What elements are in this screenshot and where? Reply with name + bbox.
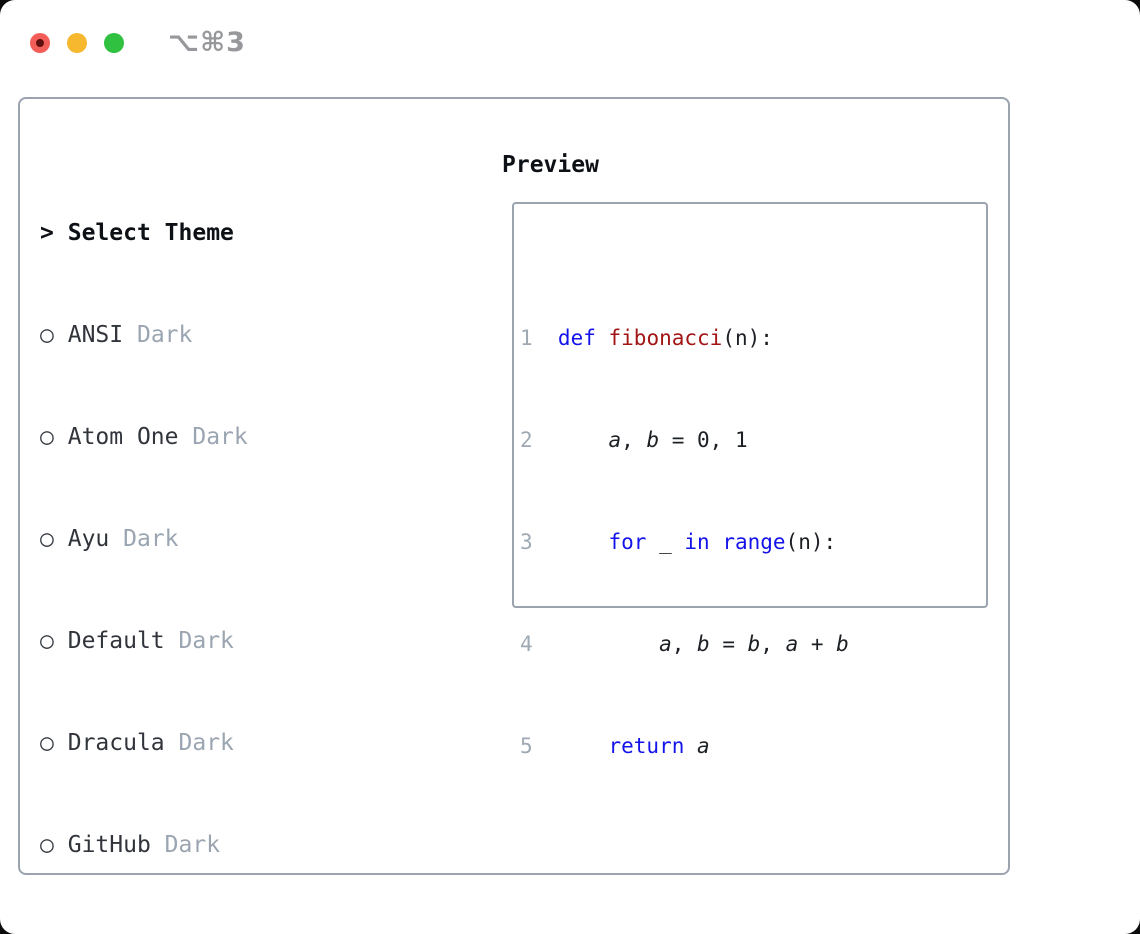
- code-token: [558, 734, 609, 758]
- code-token: a: [785, 632, 799, 656]
- theme-option-dracula-dark[interactable]: ○ Dracula Dark: [40, 730, 234, 756]
- code-token: =: [709, 632, 748, 656]
- theme-picker-panel: > Select Theme ○ ANSI Dark ○ Atom One Da…: [18, 97, 1010, 875]
- theme-option-default-dark[interactable]: ○ Default Dark: [40, 628, 234, 654]
- code-token: [684, 734, 697, 758]
- code-token: [710, 530, 723, 554]
- radio-icon: ○: [40, 730, 54, 756]
- code-token: range: [722, 530, 786, 554]
- code-token: a: [608, 428, 622, 452]
- line-number: 2: [520, 428, 533, 452]
- select-theme-label: Select Theme: [67, 220, 234, 246]
- select-theme-header: > Select Theme: [40, 216, 428, 250]
- preview-header: Preview: [502, 152, 599, 178]
- code-token: [558, 530, 609, 554]
- theme-option-atom-one-dark[interactable]: ○ Atom One Dark: [40, 424, 248, 450]
- code-line-3: 3 for _ in range(n):: [520, 525, 986, 559]
- line-number: 5: [520, 734, 533, 758]
- code-token: fibonacci: [608, 326, 723, 350]
- code-token: a: [697, 734, 710, 758]
- theme-option-github-dark[interactable]: ○ GitHub Dark: [40, 832, 221, 858]
- radio-icon: ○: [40, 526, 54, 552]
- theme-option-ayu-dark[interactable]: ○ Ayu Dark: [40, 526, 179, 552]
- minimize-button[interactable]: [67, 32, 87, 53]
- code-token: (n):: [722, 326, 773, 350]
- radio-icon: ○: [40, 628, 54, 654]
- zoom-button[interactable]: [104, 32, 124, 53]
- theme-list: > Select Theme ○ ANSI Dark ○ Atom One Da…: [40, 148, 428, 934]
- code-token: b: [747, 632, 761, 656]
- radio-icon: ○: [40, 424, 54, 450]
- code-token: b: [836, 632, 849, 656]
- prompt-icon: >: [40, 220, 54, 246]
- line-number: 1: [520, 326, 533, 350]
- code-token: def: [557, 326, 596, 350]
- code-token: = 0, 1: [659, 428, 748, 452]
- code-token: (n):: [785, 530, 837, 554]
- blank-line: [520, 831, 986, 865]
- theme-option-ansi-light[interactable]: ○ ANSI Light Light: [40, 930, 428, 934]
- code-line-1: 1 def fibonacci(n):: [520, 321, 986, 355]
- code-token: ,: [760, 632, 786, 656]
- theme-option-ansi-dark[interactable]: ○ ANSI Dark: [40, 322, 193, 348]
- code-token: a: [659, 632, 672, 656]
- code-token: [596, 326, 609, 350]
- code-token: return: [608, 734, 685, 758]
- code-token: ,: [671, 632, 698, 656]
- code-line-2: 2 a, b = 0, 1: [520, 423, 986, 457]
- code-token: [558, 632, 659, 656]
- titlebar: ⌥⌘3: [30, 27, 246, 58]
- code-token: _: [646, 530, 685, 554]
- code-token: +: [798, 632, 837, 656]
- line-number: 4: [520, 632, 533, 656]
- code-line-4: 4 a, b = b, a + b: [520, 627, 986, 661]
- code-token: b: [697, 632, 710, 656]
- code-token: b: [646, 428, 660, 452]
- code-token: [558, 428, 609, 452]
- code-token: ,: [621, 428, 647, 452]
- close-dot-icon: [36, 38, 44, 47]
- code-token: for: [608, 530, 647, 554]
- line-number: 3: [520, 530, 533, 554]
- code-token: in: [684, 530, 710, 554]
- radio-icon: ○: [40, 322, 54, 348]
- close-button[interactable]: [30, 32, 50, 53]
- window-title: ⌥⌘3: [168, 27, 246, 58]
- code-line-5: 5 return a: [520, 729, 986, 763]
- radio-icon: ○: [40, 832, 54, 858]
